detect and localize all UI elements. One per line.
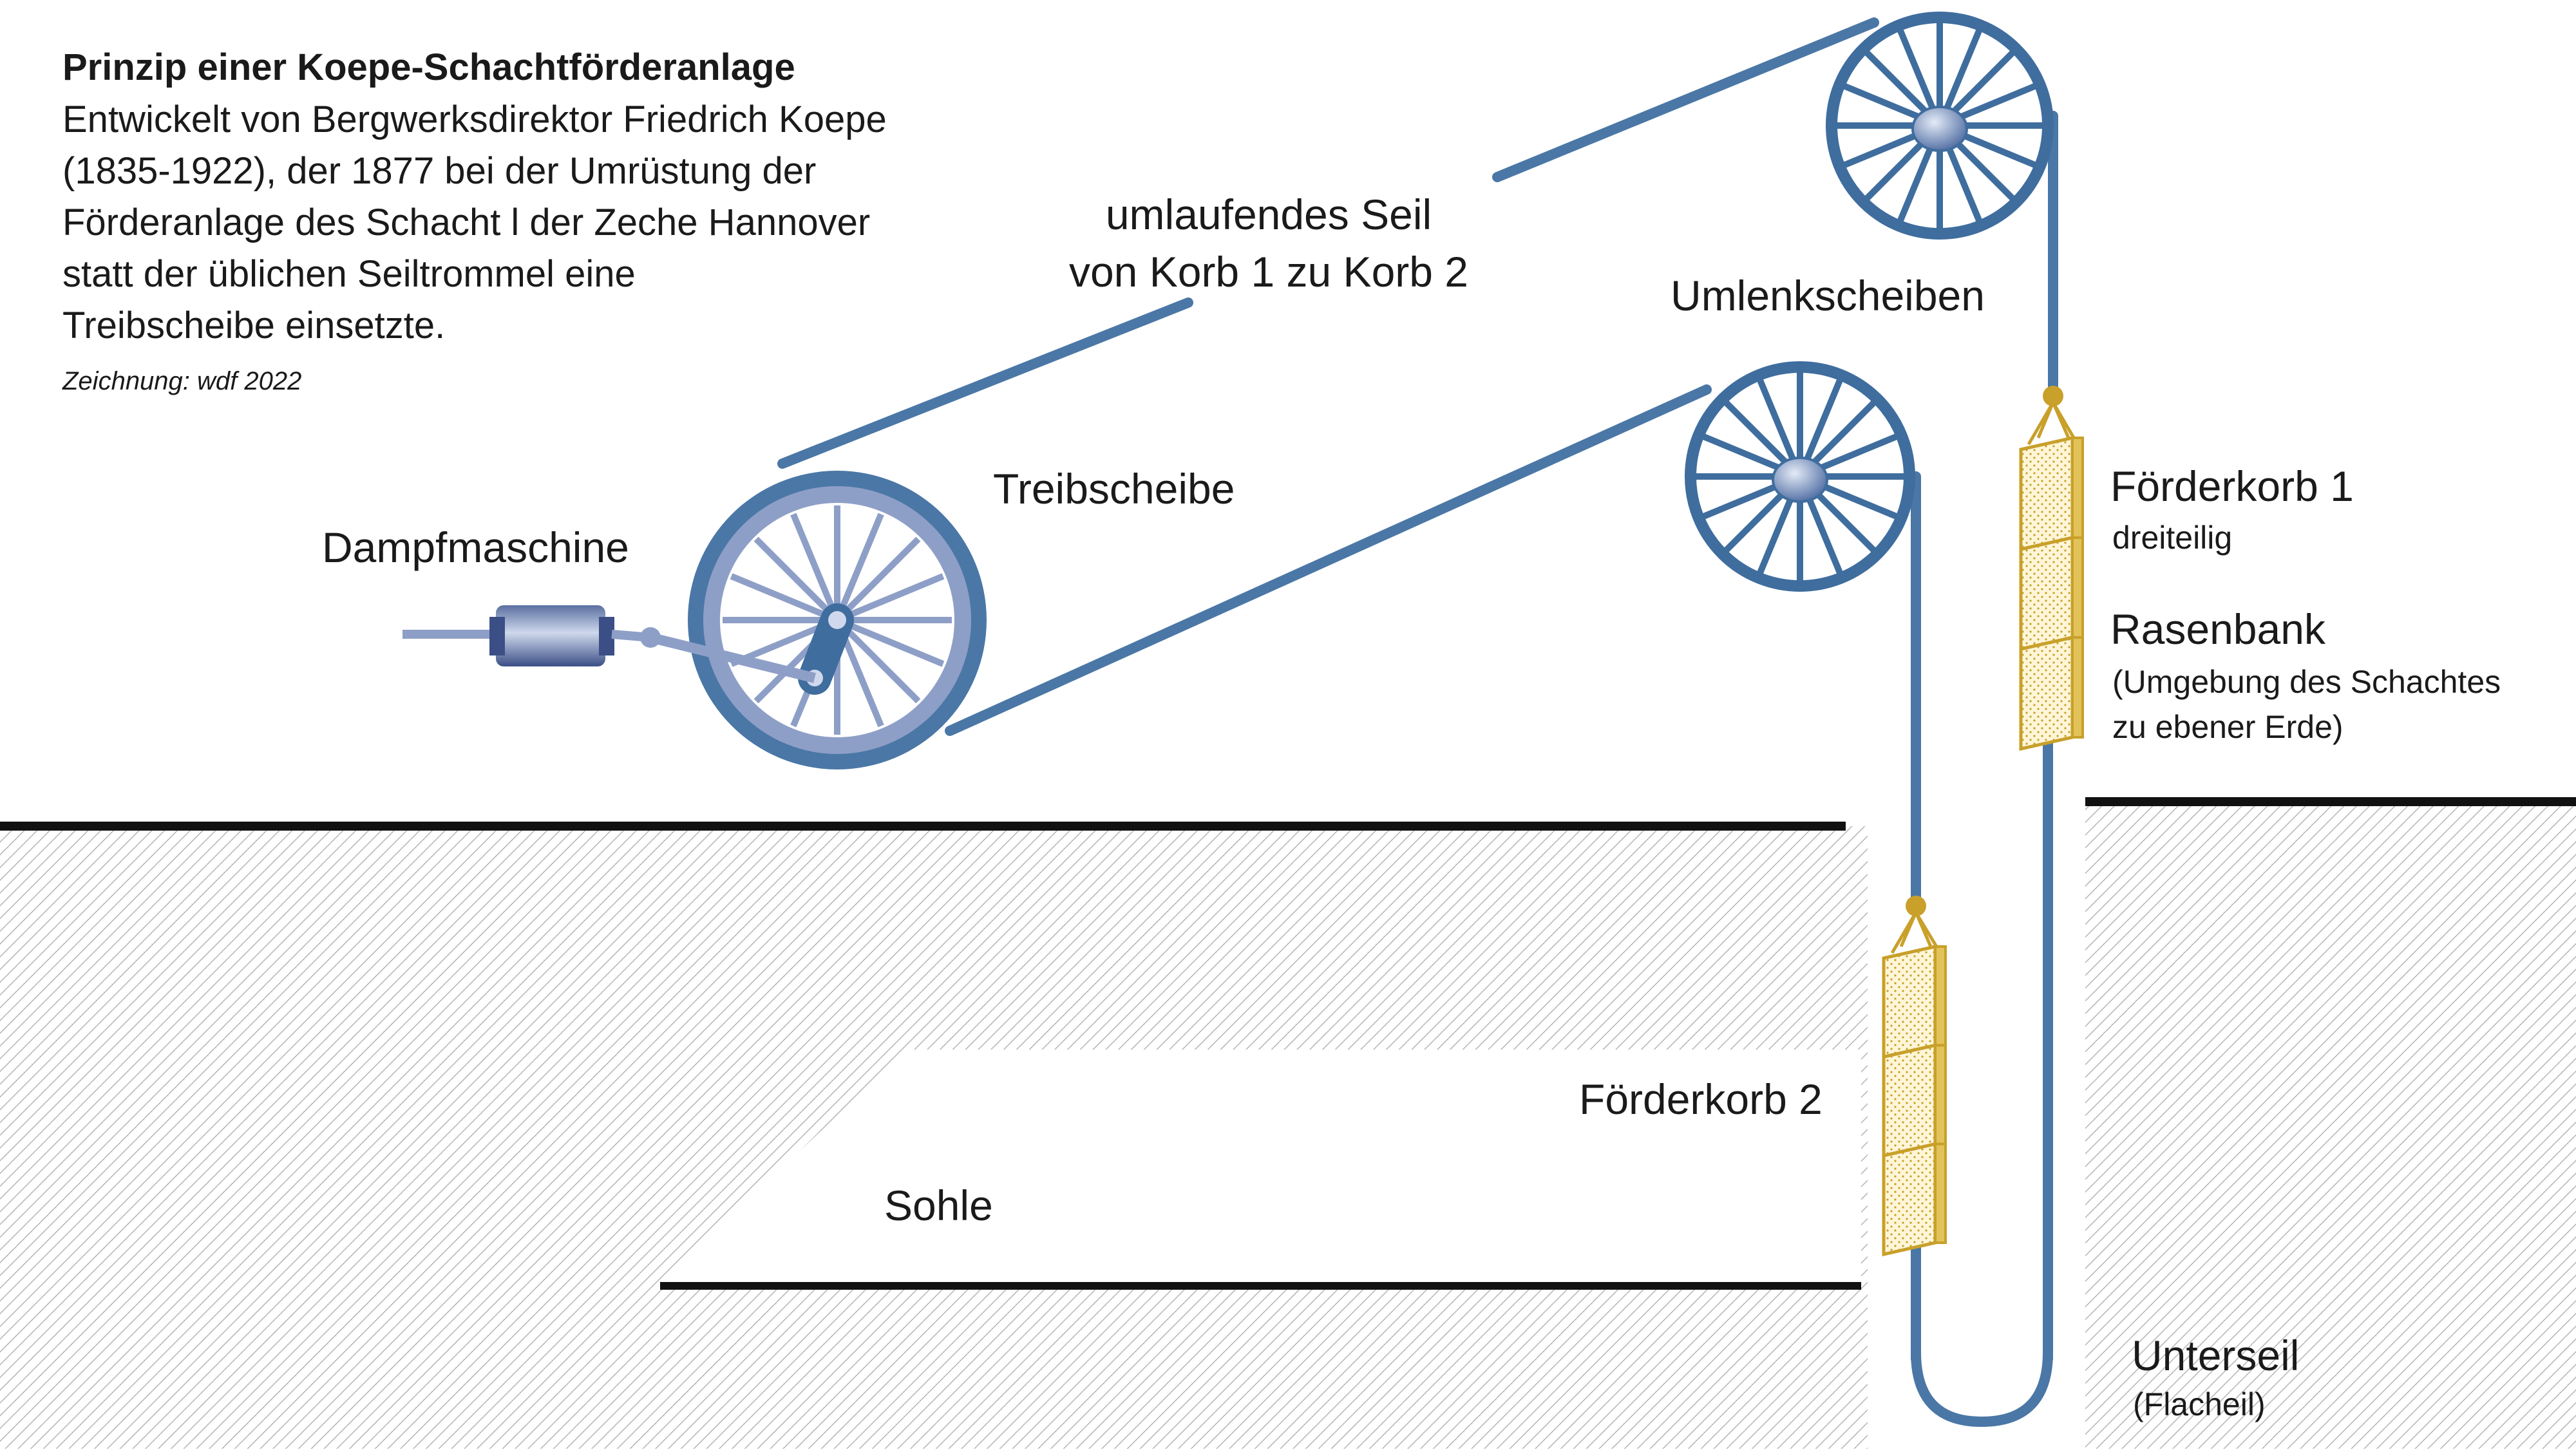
wheel-spoke <box>836 617 945 667</box>
wheel-spoke <box>730 573 838 623</box>
label-level: Sohle <box>884 1182 993 1229</box>
label-bank: Rasenbank <box>2110 605 2326 653</box>
wheel-spoke <box>753 536 840 623</box>
label-drive-sheave: Treibscheibe <box>993 465 1235 513</box>
underground-right <box>2085 802 2576 1449</box>
cage-side <box>2071 636 2084 739</box>
label-cage-1: Förderkorb 1 <box>2110 462 2354 510</box>
wheel-spoke <box>790 513 840 621</box>
sohle-gallery <box>660 1050 1861 1285</box>
wheel-spoke <box>834 513 884 621</box>
cage-side <box>2071 437 2084 539</box>
cage-side <box>2071 536 2084 639</box>
label-rope-line-2: von Korb 1 zu Korb 2 <box>1069 248 1468 296</box>
cage-side <box>1934 945 1947 1047</box>
pulley-top-hub <box>1911 106 1968 152</box>
info-line-2: (1835-1922), der 1877 bei der Umrüstung … <box>62 150 816 192</box>
info-credit: Zeichnung: wdf 2022 <box>62 367 301 395</box>
info-line-3: Förderanlage des Schacht l der Zeche Han… <box>62 202 870 243</box>
cage-side <box>1934 1142 1947 1244</box>
cage-deck <box>2019 435 2074 552</box>
underground-left <box>0 826 1868 1449</box>
label-bank-note-2: zu ebener Erde) <box>2112 709 2344 745</box>
info-line-4: statt der üblichen Seiltrommel eine <box>62 253 636 295</box>
info-line-1: Entwickelt von Bergwerksdirektor Friedri… <box>62 99 887 140</box>
rope <box>777 17 2058 1428</box>
info-title: Prinzip einer Koepe-Schachtförderanlage <box>62 46 795 88</box>
cage-2 <box>1882 896 1947 1257</box>
label-engine: Dampfmaschine <box>322 523 629 571</box>
label-tail-rope: Unterseil <box>2132 1332 2299 1379</box>
info-line-5: Treibscheibe einsetzte. <box>62 305 445 346</box>
steam-engine <box>402 605 816 683</box>
label-tail-rope-note: (Flacheil) <box>2133 1386 2266 1422</box>
label-cage-1-note: dreiteilig <box>2112 520 2232 556</box>
pulley-lower <box>1685 361 1915 592</box>
label-bank-note-1: (Umgebung des Schachtes <box>2112 664 2501 700</box>
cage-deck <box>2019 635 2074 751</box>
cage-deck <box>2019 535 2074 652</box>
pulley-lower-hub <box>1772 457 1828 503</box>
wheel-spoke <box>835 536 921 623</box>
cage-side <box>1934 1044 1947 1146</box>
cage-deck <box>1882 1043 1937 1158</box>
wheel-spoke <box>836 573 945 623</box>
label-cage-2: Förderkorb 2 <box>1579 1075 1823 1123</box>
pulley-top <box>1826 12 2054 240</box>
label-rope-line-1: umlaufendes Seil <box>1106 191 1432 238</box>
cage-deck <box>1882 1142 1937 1257</box>
cage-1 <box>2019 386 2084 751</box>
drive-sheave <box>688 471 987 769</box>
wheel-spoke <box>835 618 921 704</box>
label-pulleys: Umlenkscheiben <box>1671 272 1985 319</box>
cage-deck <box>1882 944 1937 1059</box>
